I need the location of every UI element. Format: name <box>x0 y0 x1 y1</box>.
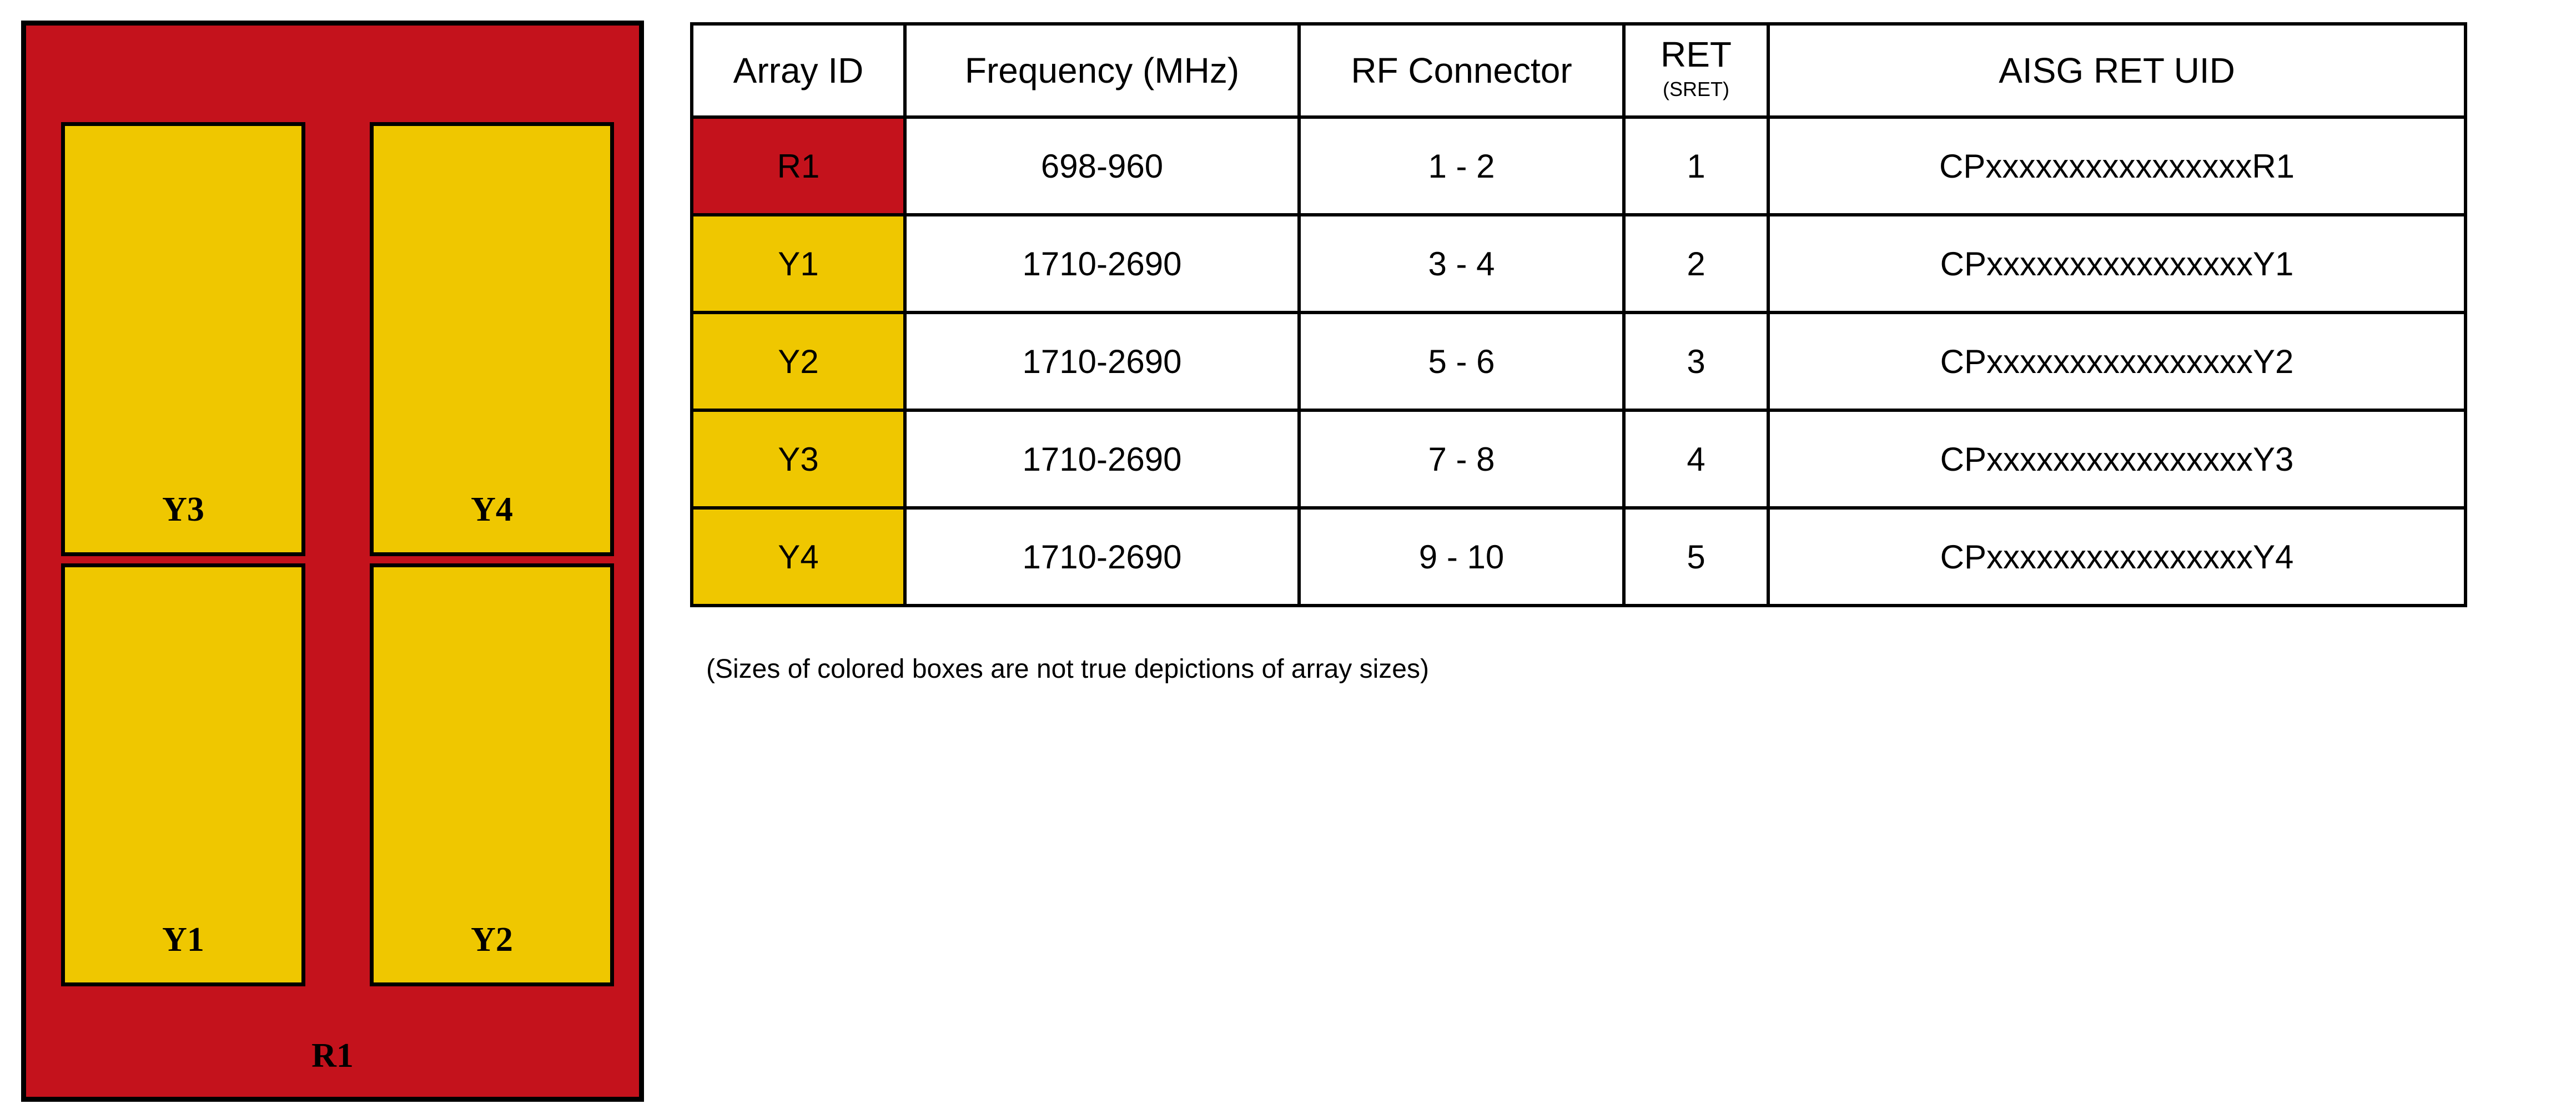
cell-ret: 2 <box>1622 213 1770 314</box>
array-box-label: Y4 <box>471 491 513 528</box>
cell-frequency: 1710-2690 <box>903 506 1301 607</box>
cell-rf-connector: 7 - 8 <box>1297 409 1626 510</box>
cell-array-id: Y3 <box>690 409 907 510</box>
cell-ret: 5 <box>1622 506 1770 607</box>
table-row: Y2 1710-2690 5 - 6 3 CPxxxxxxxxxxxxxxxxY… <box>690 311 2467 412</box>
array-box-y3: Y3 <box>61 122 305 556</box>
column-header-ret-sub: (SRET) <box>1663 77 1729 100</box>
cell-frequency: 1710-2690 <box>903 409 1301 510</box>
cell-ret: 1 <box>1622 115 1770 216</box>
cell-ret: 4 <box>1622 409 1770 510</box>
cell-array-id: Y2 <box>690 311 907 412</box>
cell-array-id: R1 <box>690 115 907 216</box>
table-header-row: Array ID Frequency (MHz) RF Connector RE… <box>690 22 2467 119</box>
column-header-frequency: Frequency (MHz) <box>903 22 1301 119</box>
column-header-ret: RET (SRET) <box>1622 22 1770 119</box>
column-header-rf-connector: RF Connector <box>1297 22 1626 119</box>
cell-rf-connector: 5 - 6 <box>1297 311 1626 412</box>
array-box-y4: Y4 <box>370 122 614 556</box>
cell-frequency: 1710-2690 <box>903 213 1301 314</box>
cell-rf-connector: 9 - 10 <box>1297 506 1626 607</box>
table-row: Y4 1710-2690 9 - 10 5 CPxxxxxxxxxxxxxxxx… <box>690 506 2467 607</box>
array-configuration-table: Array ID Frequency (MHz) RF Connector RE… <box>690 22 2467 607</box>
cell-aisg-ret-uid: CPxxxxxxxxxxxxxxxxY2 <box>1767 311 2467 412</box>
cell-aisg-ret-uid: CPxxxxxxxxxxxxxxxxY3 <box>1767 409 2467 510</box>
table-row: R1 698-960 1 - 2 1 CPxxxxxxxxxxxxxxxxR1 <box>690 115 2467 216</box>
table-caption: (Sizes of colored boxes are not true dep… <box>706 654 1429 684</box>
array-box-y1: Y1 <box>61 563 305 986</box>
array-box-y2: Y2 <box>370 563 614 986</box>
column-header-array-id: Array ID <box>690 22 907 119</box>
table-row: Y1 1710-2690 3 - 4 2 CPxxxxxxxxxxxxxxxxY… <box>690 213 2467 314</box>
cell-array-id: Y4 <box>690 506 907 607</box>
antenna-array-diagram: Y3 Y4 Y1 Y2 R1 <box>21 21 644 1102</box>
cell-aisg-ret-uid: CPxxxxxxxxxxxxxxxxY1 <box>1767 213 2467 314</box>
panel-label-r1: R1 <box>311 1037 354 1075</box>
array-box-label: Y2 <box>471 921 513 959</box>
cell-array-id: Y1 <box>690 213 907 314</box>
cell-frequency: 698-960 <box>903 115 1301 216</box>
array-box-label: Y3 <box>162 491 204 528</box>
cell-rf-connector: 3 - 4 <box>1297 213 1626 314</box>
array-box-label: Y1 <box>162 921 204 959</box>
cell-aisg-ret-uid: CPxxxxxxxxxxxxxxxxY4 <box>1767 506 2467 607</box>
cell-frequency: 1710-2690 <box>903 311 1301 412</box>
cell-rf-connector: 1 - 2 <box>1297 115 1626 216</box>
column-header-ret-main: RET <box>1661 34 1732 74</box>
table-row: Y3 1710-2690 7 - 8 4 CPxxxxxxxxxxxxxxxxY… <box>690 409 2467 510</box>
cell-ret: 3 <box>1622 311 1770 412</box>
column-header-aisg-ret-uid: AISG RET UID <box>1767 22 2467 119</box>
cell-aisg-ret-uid: CPxxxxxxxxxxxxxxxxR1 <box>1767 115 2467 216</box>
